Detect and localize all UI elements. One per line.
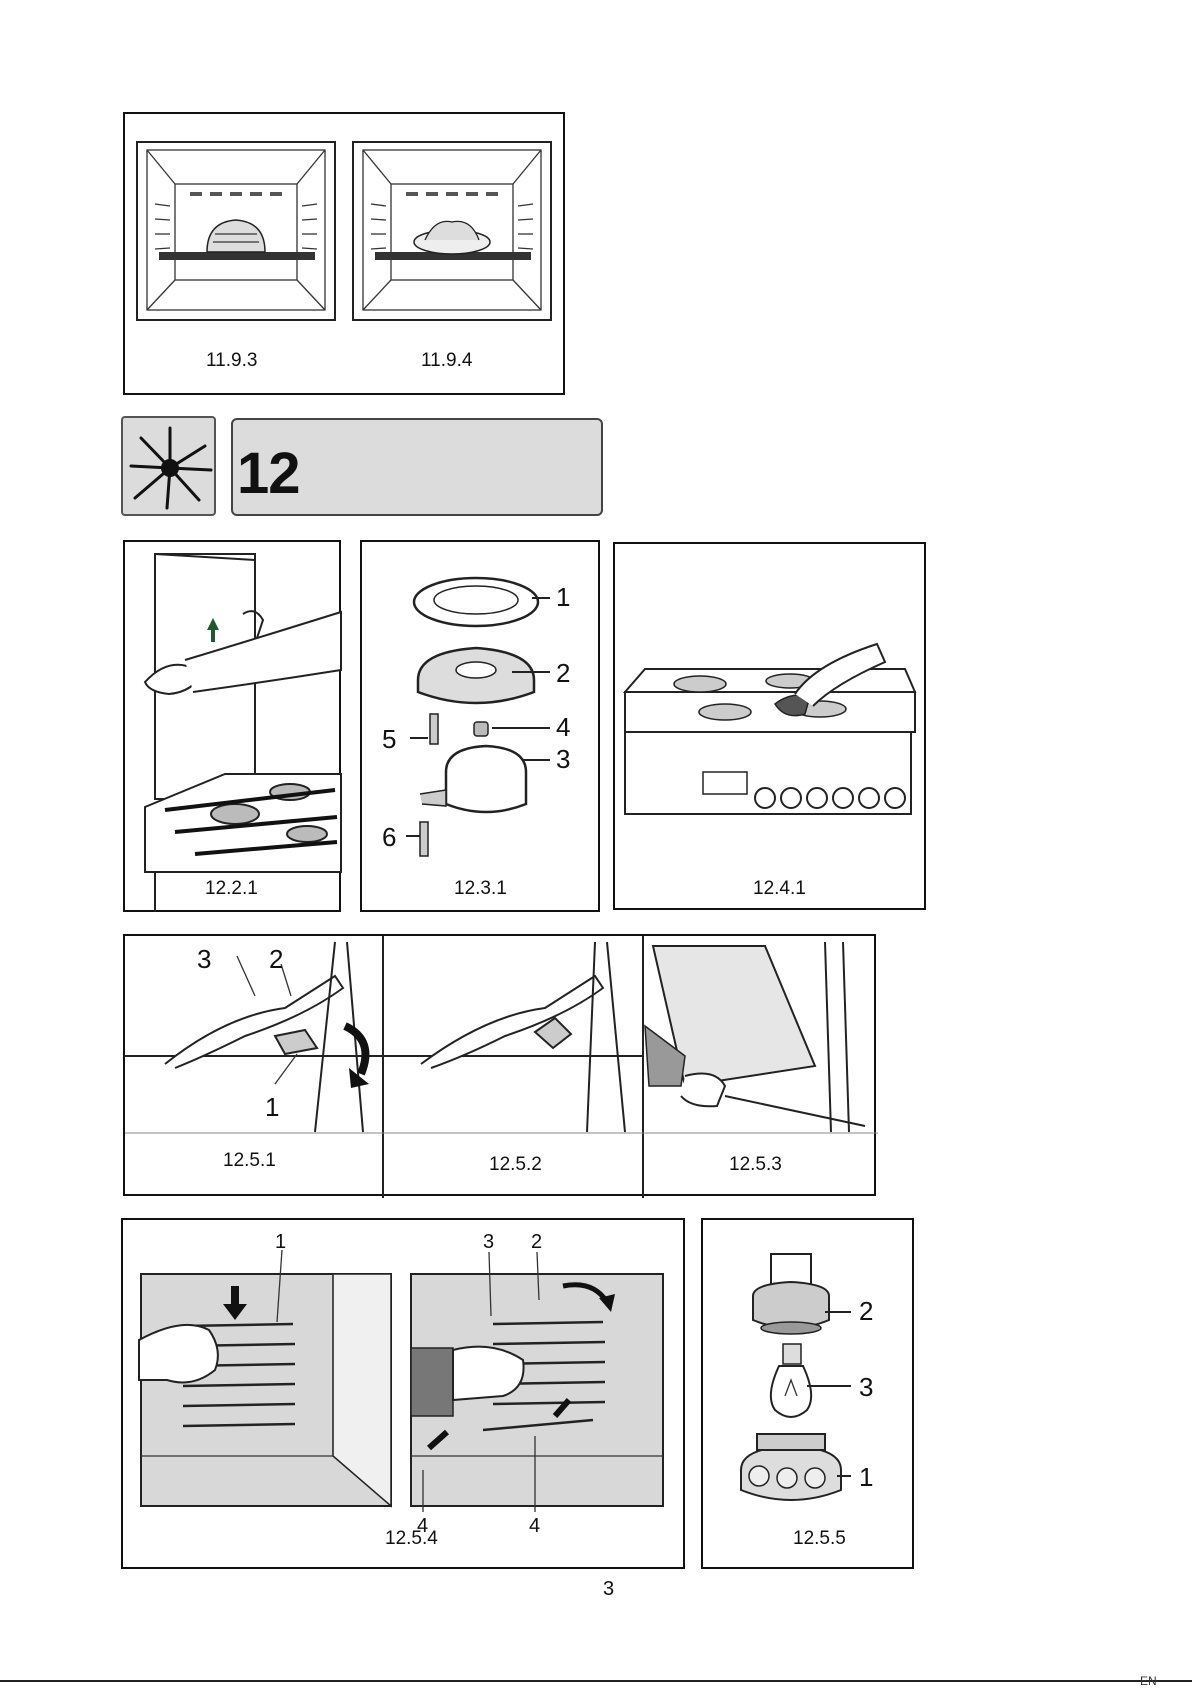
callout-3: 3 <box>197 944 211 974</box>
callout-5: 5 <box>382 724 396 754</box>
callout-2: 2 <box>859 1296 873 1326</box>
callout-2: 2 <box>556 658 570 688</box>
callout-4: 4 <box>556 712 570 742</box>
callout-1: 1 <box>265 1092 279 1122</box>
figure-box-12-2-1: 12.2.1 <box>123 540 341 912</box>
section-header: 12 <box>231 418 603 516</box>
figure-box-12-5-4: 1 3 2 4 4 12.5.4 <box>121 1218 685 1569</box>
figure-box-12-4-1: 12.4.1 <box>613 542 926 910</box>
figure-caption: 11.9.3 <box>206 350 257 372</box>
callout-2: 2 <box>531 1231 542 1253</box>
callout-2: 2 <box>269 944 283 974</box>
figure-box-12-5-1-to-3: 3 2 1 12.5.1 12.5.2 12.5.3 <box>123 934 876 1196</box>
callout-1: 1 <box>275 1231 286 1253</box>
callout-6: 6 <box>382 822 396 852</box>
figure-caption: 12.5.3 <box>729 1154 782 1176</box>
section-icon-box <box>121 416 216 516</box>
figure-caption: 12.3.1 <box>454 878 507 900</box>
side-rack-removal-illustration: 1 3 2 4 4 <box>123 1220 687 1571</box>
figure-caption: 12.5.2 <box>489 1154 542 1176</box>
callout-3: 3 <box>483 1231 494 1253</box>
callout-3: 3 <box>859 1372 873 1402</box>
figure-box-11-9: 11.9.3 11.9.4 <box>123 112 565 395</box>
oven-lamp-parts-illustration: 2 3 1 <box>703 1220 916 1571</box>
language-mark: EN <box>1140 1674 1157 1688</box>
figure-box-12-3-1: 1 2 4 3 5 6 12.3.1 <box>360 540 600 912</box>
figure-caption: 11.9.4 <box>421 350 472 372</box>
figure-caption: 12.5.5 <box>793 1528 846 1550</box>
oven-interior-illustration-1 <box>125 114 567 397</box>
callout-1: 1 <box>556 582 570 612</box>
bottom-rule <box>0 1680 1192 1682</box>
section-number: 12 <box>237 440 300 507</box>
figure-box-12-5-5: 2 3 1 12.5.5 <box>701 1218 914 1569</box>
cooktop-lid-illustration <box>125 542 343 914</box>
callout-3: 3 <box>556 744 570 774</box>
figure-caption: 12.2.1 <box>205 878 258 900</box>
figure-caption: 12.5.4 <box>385 1528 438 1550</box>
burner-parts-illustration: 1 2 4 3 5 6 <box>362 542 602 914</box>
sparkle-clean-icon <box>123 418 218 518</box>
callout-1: 1 <box>859 1462 873 1492</box>
figure-caption: 12.5.1 <box>223 1150 276 1172</box>
cooktop-cleaning-illustration <box>615 544 928 912</box>
page-number: 3 <box>603 1578 614 1601</box>
callout-4: 4 <box>529 1515 540 1537</box>
figure-caption: 12.4.1 <box>753 878 806 900</box>
